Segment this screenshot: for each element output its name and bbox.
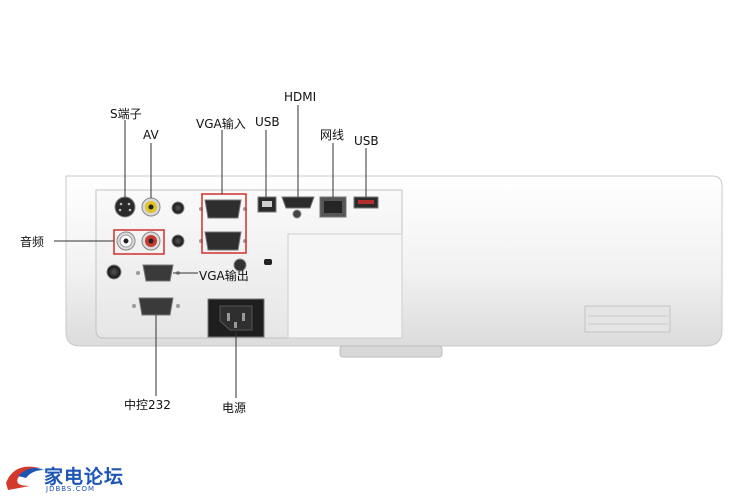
vga-out-port — [136, 264, 180, 282]
audio-in-jack-2 — [171, 234, 185, 248]
s-video-port — [114, 196, 136, 218]
security-slot — [264, 259, 272, 265]
label-s-terminal: S端子 — [110, 107, 142, 121]
side-vent — [584, 305, 671, 333]
audio-rca-ports — [116, 231, 161, 251]
rs232-port — [132, 297, 180, 316]
usb-b-port — [257, 196, 277, 213]
panel-button — [233, 258, 247, 272]
label-audio: 音频 — [20, 235, 45, 249]
audio-in-jack-1 — [171, 201, 185, 215]
vga-in-highlight-box — [201, 193, 247, 254]
usb-a-port — [353, 196, 379, 209]
label-network: 网线 — [320, 128, 345, 142]
panel-cover — [287, 233, 403, 339]
label-vga-out: VGA输出 — [199, 269, 249, 283]
projector-foot — [339, 345, 443, 358]
site-logo-text: 家电论坛 — [44, 466, 125, 488]
label-control-232: 中控232 — [124, 398, 171, 412]
av-port — [141, 197, 161, 217]
label-av: AV — [143, 128, 159, 142]
site-logo-subtext: JDBBS.COM — [46, 485, 96, 493]
label-power: 电源 — [222, 401, 247, 415]
audio-out-jack — [106, 264, 122, 280]
audio-highlight-box — [113, 229, 165, 255]
label-vga-in: VGA输入 — [196, 117, 246, 131]
leader-lines — [54, 105, 367, 398]
label-hdmi: HDMI — [284, 90, 317, 104]
label-usb-left: USB — [255, 115, 280, 129]
hdmi-port — [281, 196, 315, 219]
label-usb-right: USB — [354, 134, 379, 148]
site-logo-mark — [6, 466, 44, 490]
lan-port — [319, 196, 347, 218]
